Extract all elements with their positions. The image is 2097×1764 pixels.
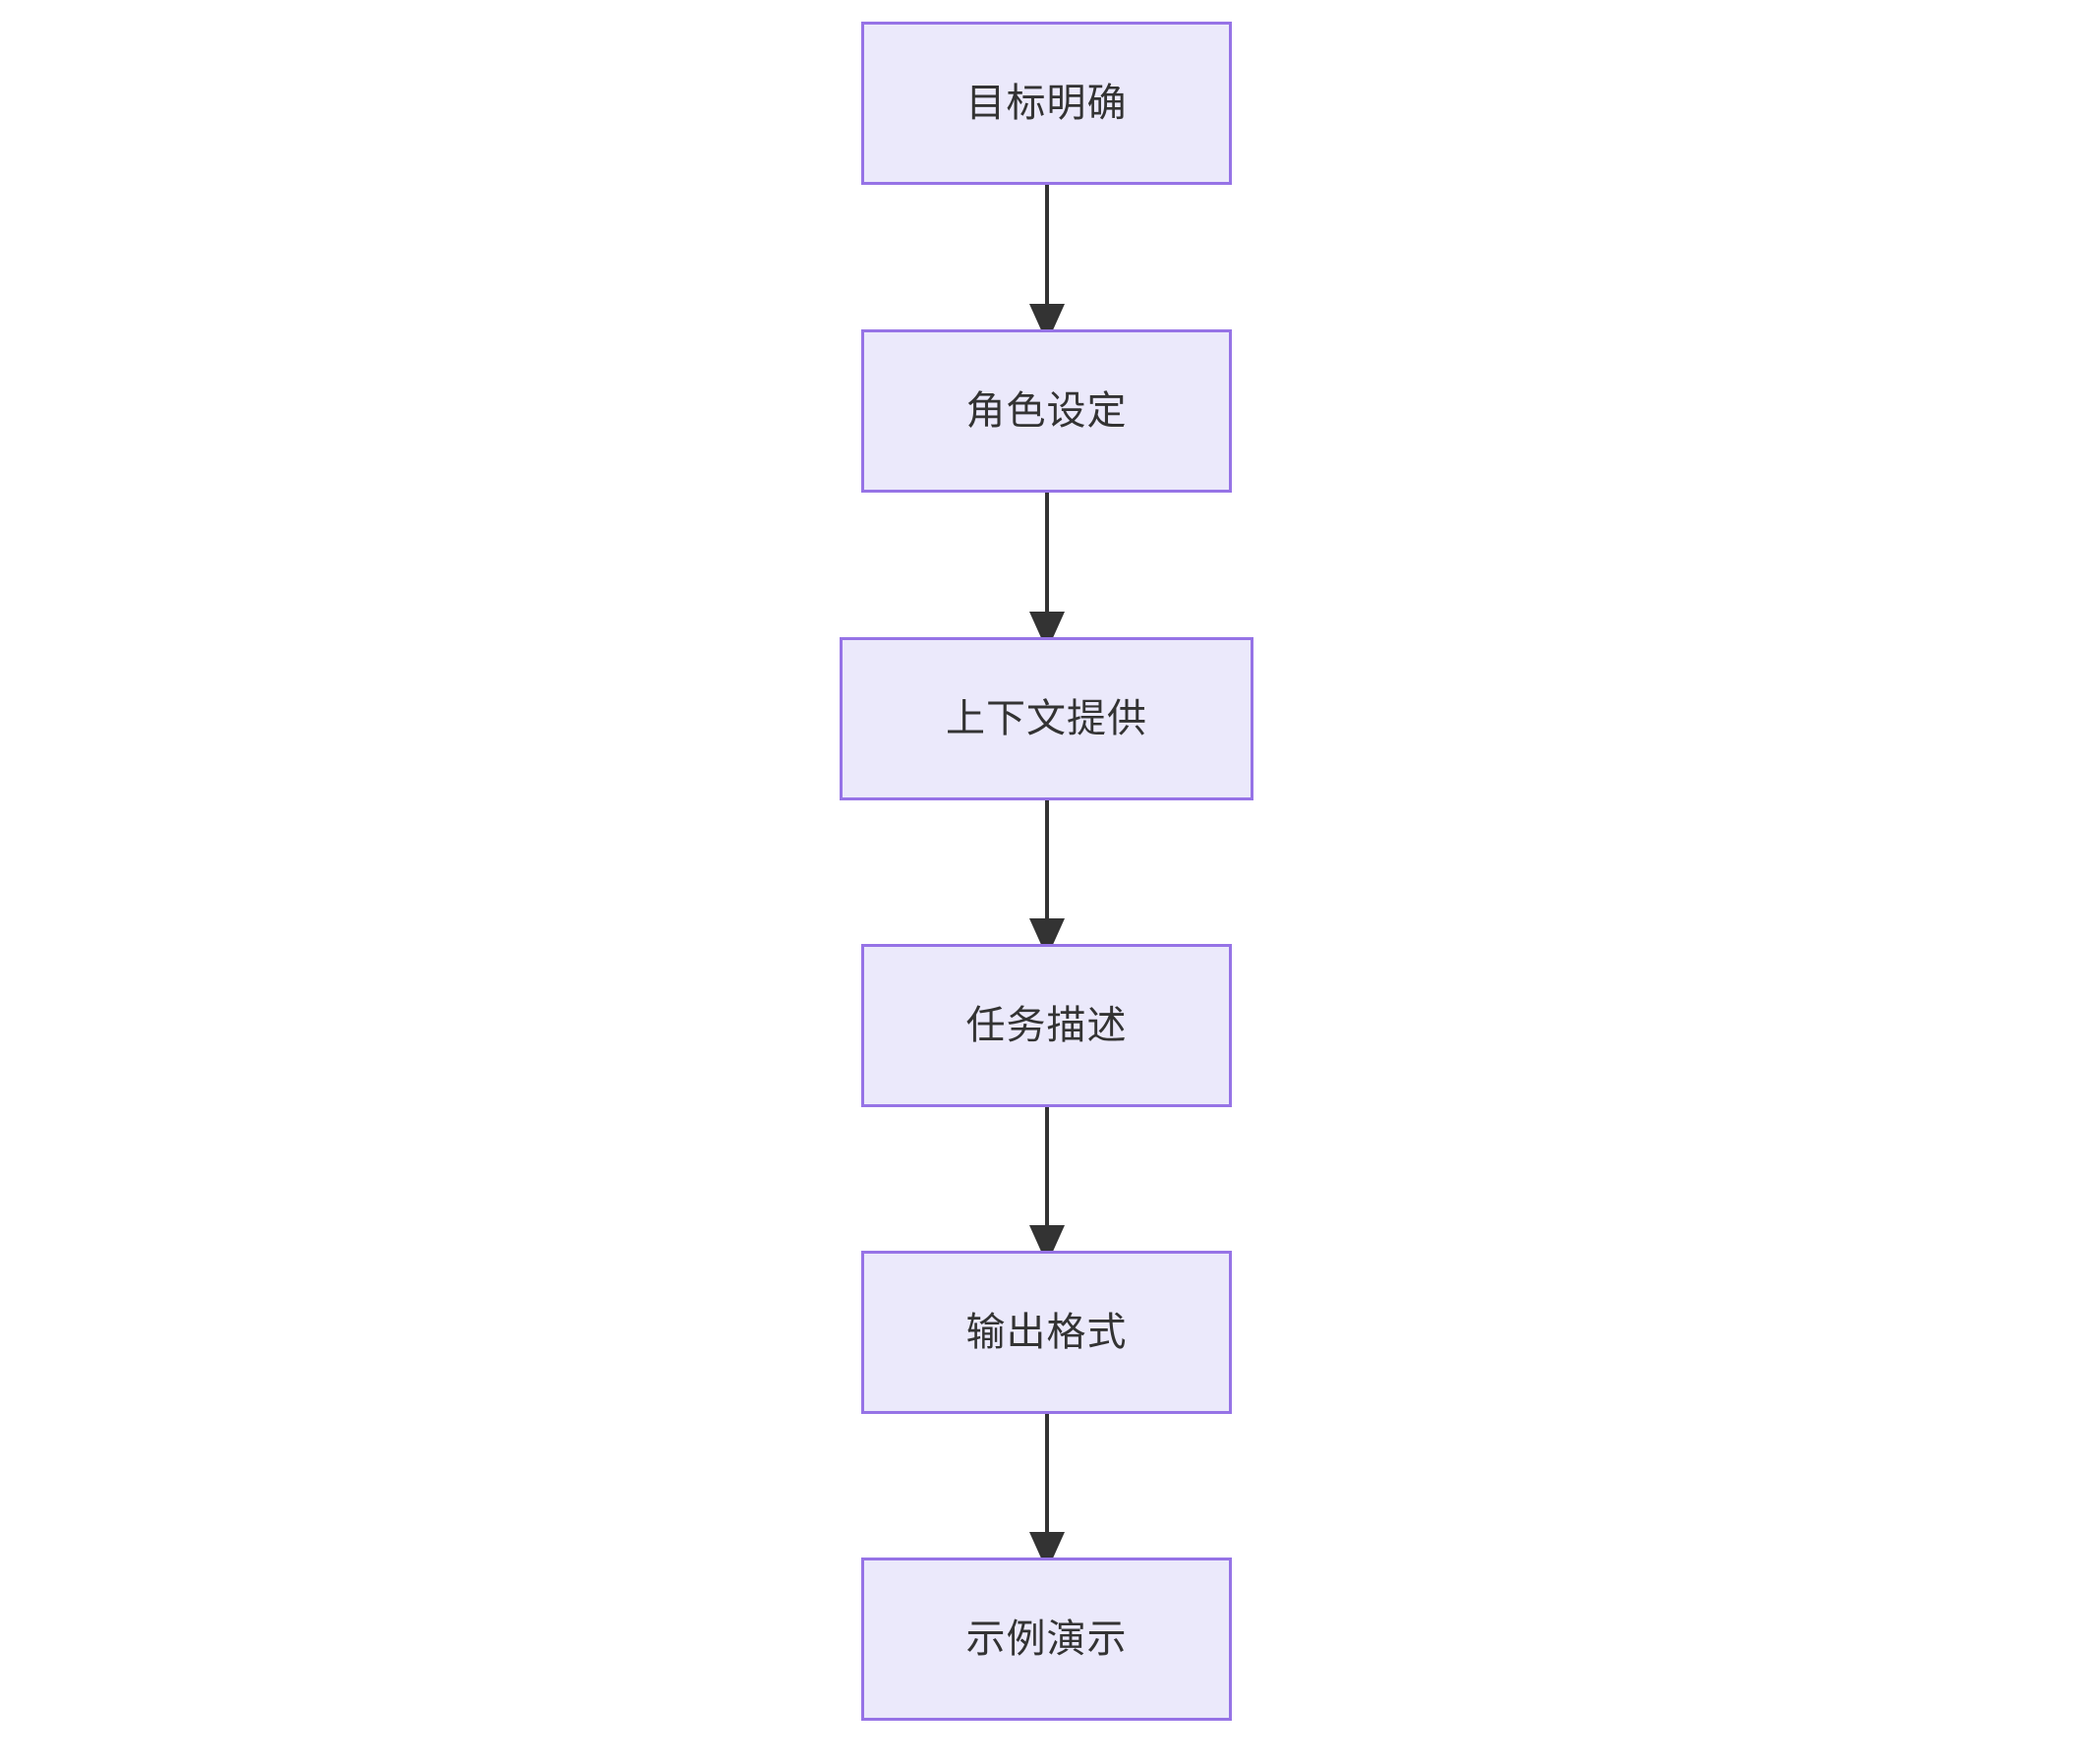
flow-node-role-setting[interactable]: 角色设定: [861, 329, 1232, 493]
flow-node-label: 目标明确: [965, 82, 1128, 125]
flow-node-context-provision[interactable]: 上下文提供: [840, 637, 1253, 800]
flow-node-label: 上下文提供: [946, 697, 1147, 740]
flow-node-example-demo[interactable]: 示例演示: [861, 1558, 1232, 1721]
flow-node-label: 任务描述: [965, 1004, 1128, 1047]
flow-node-task-description[interactable]: 任务描述: [861, 944, 1232, 1107]
flow-node-label: 输出格式: [965, 1311, 1128, 1354]
flow-node-label: 示例演示: [965, 1617, 1128, 1661]
flow-node-label: 角色设定: [965, 389, 1128, 433]
flow-node-output-format[interactable]: 输出格式: [861, 1251, 1232, 1414]
flow-node-goal-clarity[interactable]: 目标明确: [861, 22, 1232, 185]
